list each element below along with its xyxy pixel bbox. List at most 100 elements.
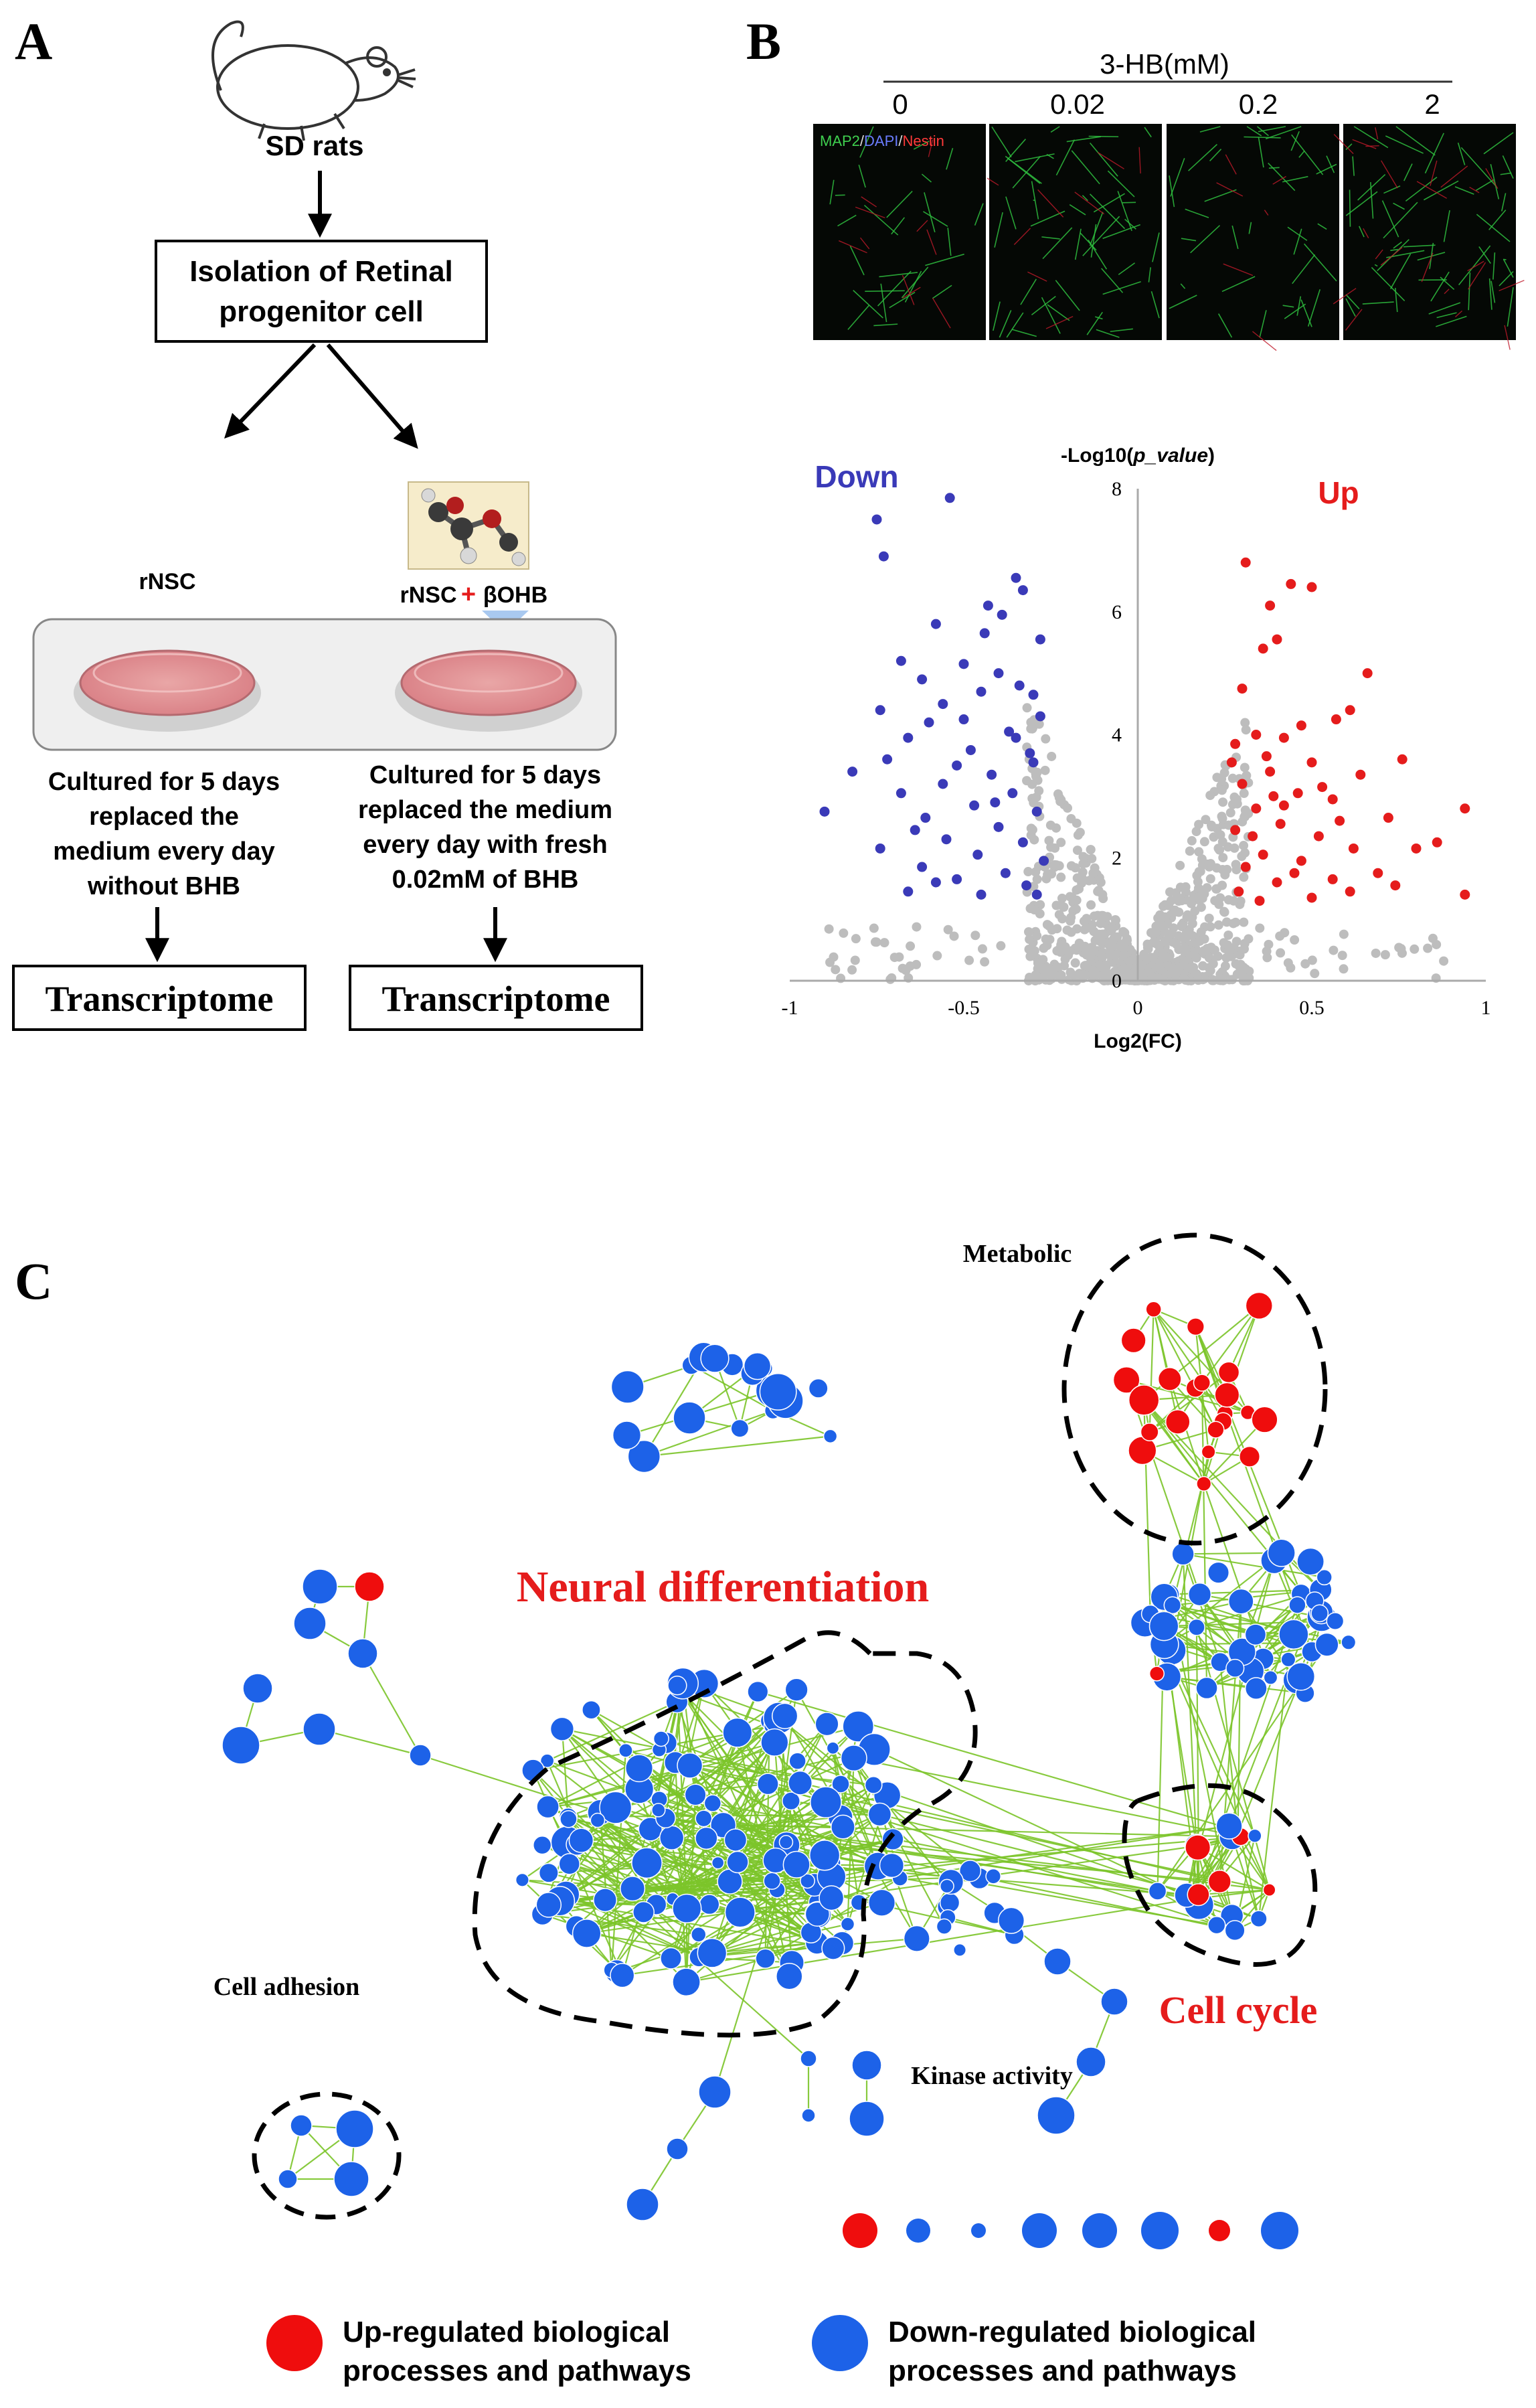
petri-dish-treated-icon [395, 649, 582, 732]
down-point [1031, 806, 1042, 817]
ns-point [1052, 962, 1062, 972]
up-point [1240, 557, 1251, 568]
ns-point [977, 944, 987, 954]
y-tick-label: 6 [1112, 601, 1122, 623]
down-node [347, 1638, 378, 1669]
down-node [939, 1878, 954, 1894]
ns-point [1239, 917, 1249, 927]
ns-point [1086, 900, 1096, 910]
down-node [691, 1927, 707, 1943]
isolation-line-2: progenitor cell [219, 295, 424, 328]
down-point [976, 889, 987, 900]
down-node [953, 1943, 967, 1957]
ns-point [831, 965, 841, 975]
up-node [1193, 1374, 1211, 1392]
network-edge [580, 1741, 775, 1842]
down-point [1039, 856, 1049, 866]
ns-point [980, 957, 990, 967]
network-edge [1197, 1605, 1298, 1895]
control-label: rNSC [139, 569, 195, 594]
ns-point [1239, 841, 1249, 851]
down-node [867, 1889, 896, 1917]
down-node [1286, 1662, 1316, 1691]
network-edge [1198, 1889, 1270, 1896]
ns-point [1098, 929, 1108, 939]
up-point [1226, 757, 1237, 768]
down-node [1250, 1910, 1268, 1928]
down-node [303, 1712, 336, 1746]
ns-point [1073, 970, 1083, 980]
down-node [1296, 1547, 1325, 1576]
ns-point [1080, 970, 1090, 980]
down-node [1076, 2046, 1106, 2077]
ns-point [1179, 957, 1189, 967]
up-point [1286, 578, 1296, 589]
down-node [673, 1401, 706, 1435]
ns-point [1217, 967, 1227, 977]
ns-point [1159, 927, 1169, 937]
ns-point [1225, 947, 1235, 957]
up-point [1292, 788, 1303, 799]
ns-point [1337, 951, 1347, 961]
micrograph-tile [813, 124, 986, 340]
down-node [784, 1678, 808, 1702]
ns-point [1300, 959, 1310, 969]
arrow-to-treated [326, 343, 418, 449]
ns-point [1240, 812, 1250, 822]
ns-point [1219, 907, 1229, 917]
down-point [1025, 748, 1035, 758]
network-edge [683, 1692, 773, 1727]
ns-point [1110, 969, 1120, 979]
network-edge [758, 1690, 1256, 1837]
down-point [972, 850, 983, 860]
down-point [875, 705, 885, 716]
down-point [1035, 634, 1045, 645]
down-node [1326, 1612, 1345, 1630]
ns-point [1239, 789, 1249, 799]
micro-conc-1: 0.02 [1050, 88, 1105, 120]
ns-point [1205, 922, 1215, 932]
ns-point [1047, 751, 1057, 761]
network-edge [547, 1741, 775, 1808]
ns-point [1204, 913, 1214, 923]
down-point [1017, 837, 1028, 848]
down-node [539, 1753, 555, 1769]
up-point [1355, 769, 1366, 780]
up-point [1306, 582, 1317, 592]
ns-point [1031, 970, 1041, 980]
down-node [1244, 1677, 1268, 1700]
ns-point [1049, 860, 1059, 870]
ns-point [1119, 927, 1129, 937]
down-node [826, 1741, 840, 1755]
panel-label-a: A [15, 12, 52, 70]
down-node [651, 1803, 666, 1818]
up-point [1237, 779, 1248, 789]
x-tick-label: 1 [1481, 997, 1491, 1019]
down-node [711, 1856, 725, 1870]
ns-point [1164, 900, 1174, 910]
ns-point [1057, 946, 1067, 956]
ns-point [1215, 845, 1225, 855]
up-point [1432, 837, 1442, 848]
ns-point [1171, 888, 1181, 898]
ns-point [943, 925, 953, 935]
network-edge [839, 1783, 860, 1903]
down-point [924, 717, 934, 728]
ns-point [1034, 719, 1044, 729]
network-edge [1169, 1593, 1294, 1635]
ns-point [1339, 929, 1349, 939]
panel-c: C Metabolic Neural differentiation Cell … [15, 1232, 1357, 2387]
ns-point [1075, 827, 1085, 837]
down-node [667, 1676, 687, 1696]
down-node [831, 1775, 850, 1793]
down-node [808, 1378, 829, 1398]
scale-node [1141, 2212, 1179, 2249]
down-node [755, 1948, 776, 1969]
scale-node [1022, 2213, 1057, 2248]
micro-header: 3-HB(mM) [1100, 48, 1229, 80]
down-node [1171, 1542, 1195, 1566]
down-point [938, 779, 948, 789]
control-text-3: medium every day [53, 837, 275, 866]
ns-point [1065, 967, 1076, 977]
down-node [515, 1872, 529, 1887]
